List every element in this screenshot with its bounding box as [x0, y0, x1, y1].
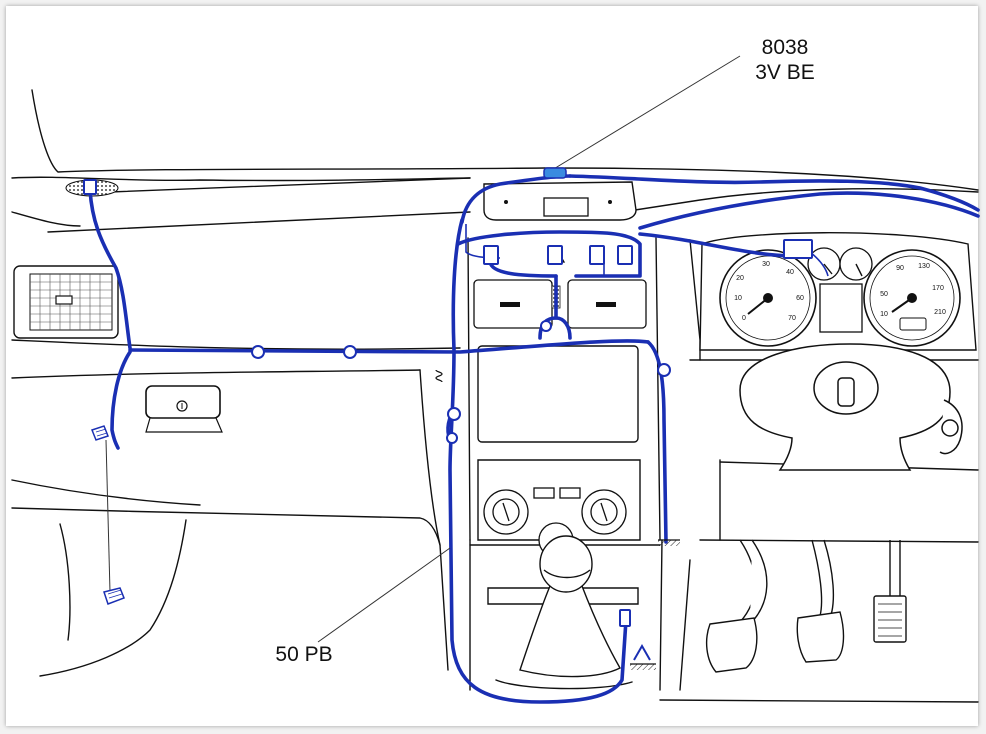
connector-console — [619, 609, 631, 627]
center-display-hood — [483, 181, 637, 221]
svg-text:10: 10 — [880, 311, 888, 318]
harness-clips — [251, 320, 671, 444]
dashboard-outline — [11, 89, 979, 703]
svg-text:170: 170 — [932, 285, 944, 292]
connector-switch-4 — [617, 245, 633, 265]
connector-switch-3 — [589, 245, 605, 265]
svg-text:10: 10 — [734, 295, 742, 302]
ground-points — [630, 539, 680, 670]
svg-text:30: 30 — [762, 261, 770, 268]
callout-leaders — [105, 55, 741, 643]
svg-text:40: 40 — [786, 269, 794, 276]
connector-8038-highlight — [543, 167, 567, 179]
svg-text:50: 50 — [880, 291, 888, 298]
glovebox-handle — [145, 385, 223, 433]
connector-8038-label: 8038 — [761, 36, 809, 59]
instrument-cluster: 20 30 40 60 70 10 0 90 130 170 210 50 10 — [699, 232, 977, 351]
connector-speaker — [83, 179, 97, 195]
svg-text:70: 70 — [788, 315, 796, 322]
climate-controls — [483, 487, 627, 558]
gear-lever — [519, 535, 621, 678]
vertical-bracket — [435, 369, 443, 383]
connector-cluster — [783, 239, 813, 259]
svg-text:0: 0 — [742, 315, 746, 322]
loose-plugs — [91, 425, 125, 605]
connector-switch-2 — [547, 245, 563, 265]
left-air-vent — [13, 265, 119, 339]
tachometer: 20 30 40 60 70 10 0 — [719, 249, 817, 347]
connector-3vbe-label: 3V BE — [755, 61, 815, 84]
pedals — [705, 539, 907, 673]
harness-connectors — [83, 179, 813, 627]
radio-unit — [477, 345, 639, 443]
svg-text:20: 20 — [736, 275, 744, 282]
svg-text:210: 210 — [934, 309, 946, 316]
center-vents — [473, 279, 647, 329]
ground-50pb-label: 50 PB — [275, 643, 333, 666]
connector-switch-1 — [483, 245, 499, 265]
svg-text:90: 90 — [896, 265, 904, 272]
svg-text:130: 130 — [918, 263, 930, 270]
speedometer: 90 130 170 210 50 10 — [863, 249, 961, 347]
svg-text:60: 60 — [796, 295, 804, 302]
center-info-display — [819, 283, 863, 333]
steering-wheel — [739, 343, 963, 471]
